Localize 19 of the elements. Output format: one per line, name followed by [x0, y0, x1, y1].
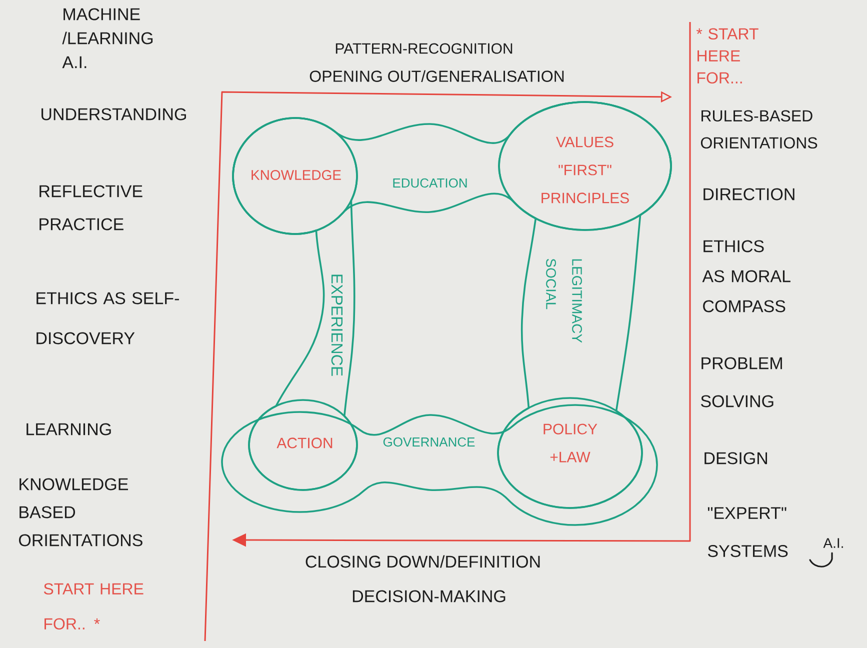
note: * START HERE FOR... [696, 28, 758, 84]
note: DESIGN [704, 452, 767, 464]
note: "EXPERT" SYSTEMS [708, 507, 788, 558]
note: DECISION-MAKING [352, 590, 506, 602]
note: A.I. [823, 538, 843, 548]
note: DIRECTION [704, 188, 794, 200]
note: ETHICS AS MORAL COMPASS [702, 240, 790, 312]
note: RULES-BASED ORIENTATIONS [700, 110, 818, 149]
note: ETHICS AS SELF-DISCOVERY [36, 292, 179, 344]
note: CLOSING DOWN/DEFINITION [306, 555, 540, 568]
note: OPENING OUT/GENERALISATION [310, 70, 564, 82]
note: KNOWLEDGE BASED ORIENTATIONS [19, 478, 142, 546]
note: LEARNING [26, 423, 111, 436]
note: UNDERSTANDING [42, 108, 186, 120]
note: MACHINE /LEARNING A.I. [62, 8, 153, 68]
note: REFLECTIVE PRACTICE [40, 185, 142, 230]
note: PROBLEM SOLVING [700, 357, 782, 408]
note: START HERE FOR.. * [44, 583, 144, 630]
note: PATTERN-RECOGNITION [336, 43, 512, 54]
